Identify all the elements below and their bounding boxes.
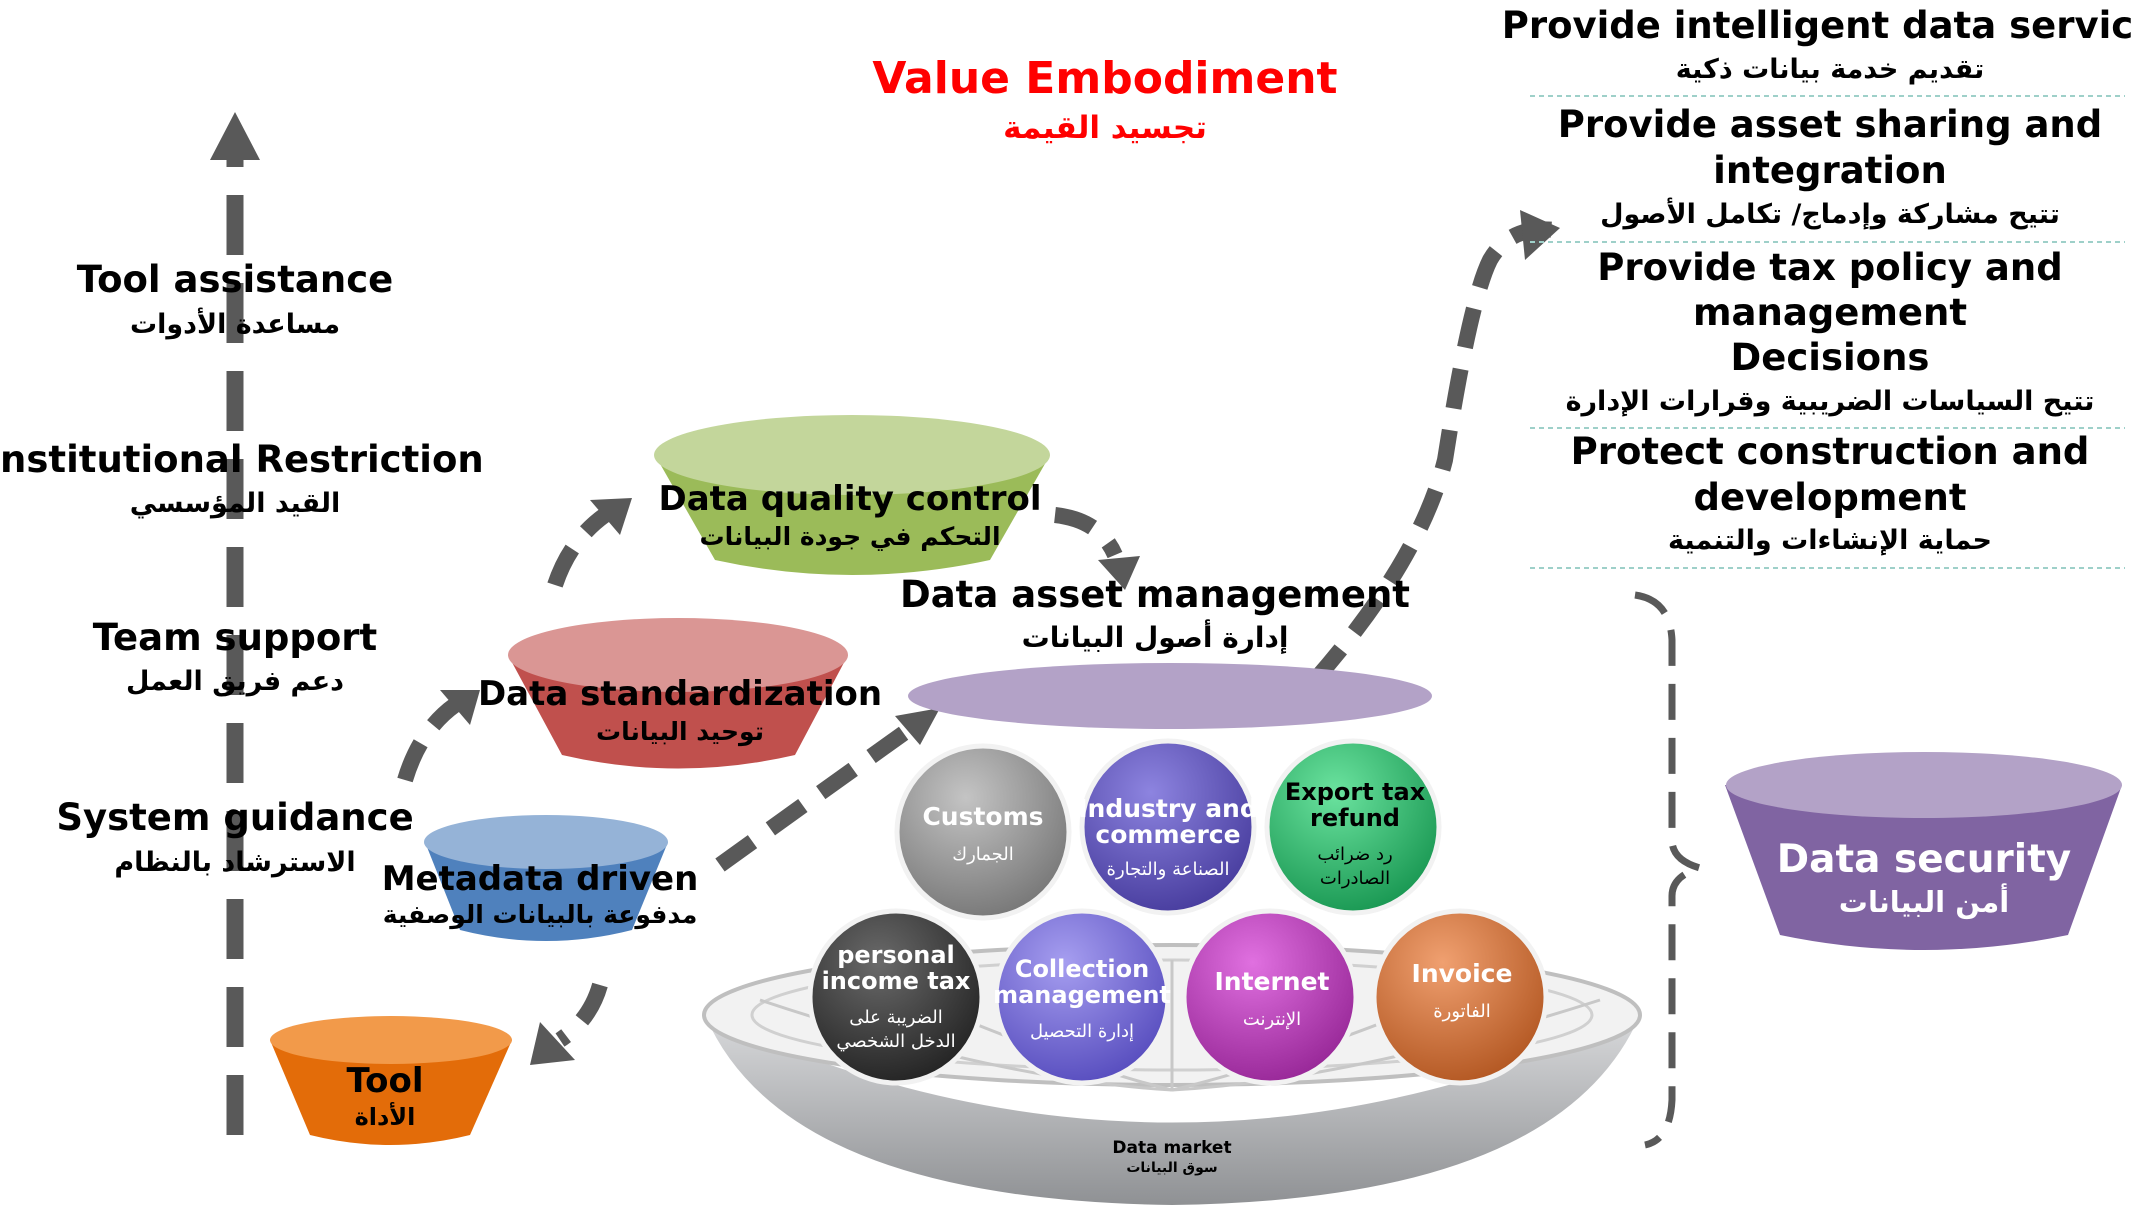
left-axis-labels: Tool assistance مساعدة الأدوات Instituti… xyxy=(0,258,484,878)
security-bracket xyxy=(1634,591,1713,1149)
sphere-export-tax-refund: Export tax refund رد ضرائب الصادرات xyxy=(1264,738,1442,916)
axis-label-tool-assistance: Tool assistance xyxy=(77,258,393,301)
service-4-ar: حماية الإنشاءات والتنمية xyxy=(1668,525,1992,556)
funnel-standard: Data standardization توحيد البيانات xyxy=(478,618,882,769)
arrow-metadata-to-standard xyxy=(397,698,460,783)
service-4-line-2: development xyxy=(1693,476,1966,519)
service-1-ar: تقديم خدمة بيانات ذكية xyxy=(1676,54,1984,85)
arrow-metadata-to-tool xyxy=(555,982,608,1047)
funnel-metadata-label-ar: مدفوعة بالبيانات الوصفية xyxy=(383,900,698,930)
arrow-asset-to-services xyxy=(1308,221,1556,686)
service-4-line-1: Protect construction and xyxy=(1571,430,2090,473)
sphere-export-label-ar-1: رد ضرائب xyxy=(1317,844,1392,865)
funnel-quality-label: Data quality control xyxy=(659,479,1042,519)
funnel-tool-label-ar: الأداة xyxy=(355,1102,416,1131)
arrow-metadata-to-asset xyxy=(715,718,920,872)
axis-label-institutional: Institutional Restriction xyxy=(0,438,484,481)
value-embodiment-title: Value Embodiment xyxy=(872,53,1337,104)
sphere-industry-label-ar: الصناعة والتجارة xyxy=(1107,859,1230,880)
flow-arrowheads xyxy=(440,210,1560,1065)
service-2-line-1: Provide asset sharing and xyxy=(1558,103,2103,146)
axis-label-team-support: Team support xyxy=(93,616,378,659)
sphere-personal-label-2: income tax xyxy=(822,967,971,995)
funnel-security-label: Data security xyxy=(1777,837,2071,882)
sphere-collection-label-1: Collection xyxy=(1015,955,1149,983)
data-market-label: Data market xyxy=(1112,1138,1231,1158)
sphere-customs-label-ar: الجمارك xyxy=(952,844,1014,865)
sphere-internet-label: Internet xyxy=(1214,967,1329,996)
sphere-collection-label-2: management xyxy=(993,981,1171,1009)
asset-management-label-ar: إدارة أصول البيانات xyxy=(1022,619,1289,655)
sphere-invoice: Invoice الفاتورة xyxy=(1371,908,1549,1086)
sphere-collection-management: Collection management إدارة التحصيل xyxy=(993,908,1171,1086)
axis-label-system-guidance: System guidance xyxy=(56,796,413,839)
axis-label-tool-assistance-ar: مساعدة الأدوات xyxy=(130,307,340,340)
sphere-invoice-label: Invoice xyxy=(1412,959,1513,988)
funnel-standard-label-ar: توحيد البيانات xyxy=(596,717,764,747)
service-3-line-2: management xyxy=(1693,291,1967,334)
sphere-internet-label-ar: الإنترنت xyxy=(1243,1009,1301,1030)
service-2-ar: تتيح مشاركة وإدماج/ تكامل الأصول xyxy=(1600,197,2060,230)
service-3-line-1: Provide tax policy and xyxy=(1597,246,2062,289)
sphere-industry-label-2: commerce xyxy=(1095,820,1240,849)
sphere-customs: Customs الجمارك xyxy=(894,743,1072,921)
service-3-line-3: Decisions xyxy=(1731,336,1930,379)
funnel-standard-label: Data standardization xyxy=(478,674,882,714)
asset-management-label: Data asset management xyxy=(900,573,1410,616)
sphere-personal-income-tax: personal income tax الضريبة على الدخل ال… xyxy=(807,908,985,1086)
sphere-industry-commerce: Industry and commerce الصناعة والتجارة xyxy=(1078,738,1258,916)
sphere-export-label-ar-2: الصادرات xyxy=(1320,868,1390,889)
service-3-ar: تتيح السياسات الضريبية وقرارات الإدارة xyxy=(1566,386,2095,417)
service-1-line-1: Provide intelligent data service xyxy=(1502,4,2133,47)
axis-label-team-support-ar: دعم فريق العمل xyxy=(126,666,344,697)
axis-label-institutional-ar: القيد المؤسسي xyxy=(130,488,341,519)
sphere-personal-label-ar-2: الدخل الشخصي xyxy=(836,1031,955,1052)
funnel-quality: Data quality control التحكم في جودة البي… xyxy=(654,415,1050,575)
arrow-quality-to-asset xyxy=(1053,507,1123,559)
sphere-personal-label-1: personal xyxy=(837,941,955,969)
funnel-quality-label-ar: التحكم في جودة البيانات xyxy=(699,522,1000,552)
axis-label-system-guidance-ar: الاسترشاد بالنظام xyxy=(114,847,355,878)
sphere-customs-label: Customs xyxy=(922,802,1043,831)
asset-management-disc xyxy=(908,663,1432,729)
sphere-invoice-label-ar: الفاتورة xyxy=(1433,1001,1491,1022)
sphere-industry-label-1: Industry and xyxy=(1078,794,1258,823)
left-vertical-arrow xyxy=(210,112,260,1135)
funnel-metadata-label: Metadata driven xyxy=(382,859,699,899)
data-market-label-ar: سوق البيانات xyxy=(1126,1160,1217,1176)
funnel-security: Data security أمن البيانات xyxy=(1725,752,2122,950)
funnel-tool-label: Tool xyxy=(346,1061,423,1101)
arrow-standard-to-quality xyxy=(547,508,610,588)
flow-arrows xyxy=(397,221,1556,1047)
funnel-tool: Tool الأداة xyxy=(270,1016,512,1145)
funnel-security-label-ar: أمن البيانات xyxy=(1839,883,2009,919)
sphere-personal-label-ar-1: الضريبة على xyxy=(849,1007,943,1028)
funnel-metadata: Metadata driven مدفوعة بالبيانات الوصفية xyxy=(382,815,699,941)
service-2-line-2: integration xyxy=(1713,149,1947,192)
value-embodiment-title-ar: تجسيد القيمة xyxy=(1003,110,1207,146)
sphere-collection-label-ar: إدارة التحصيل xyxy=(1030,1021,1134,1042)
sphere-internet: Internet الإنترنت xyxy=(1181,908,1359,1086)
services-list: Provide intelligent data service تقديم خ… xyxy=(1502,4,2133,569)
sphere-export-label-2: refund xyxy=(1310,804,1400,832)
sphere-export-label-1: Export tax xyxy=(1285,778,1426,806)
